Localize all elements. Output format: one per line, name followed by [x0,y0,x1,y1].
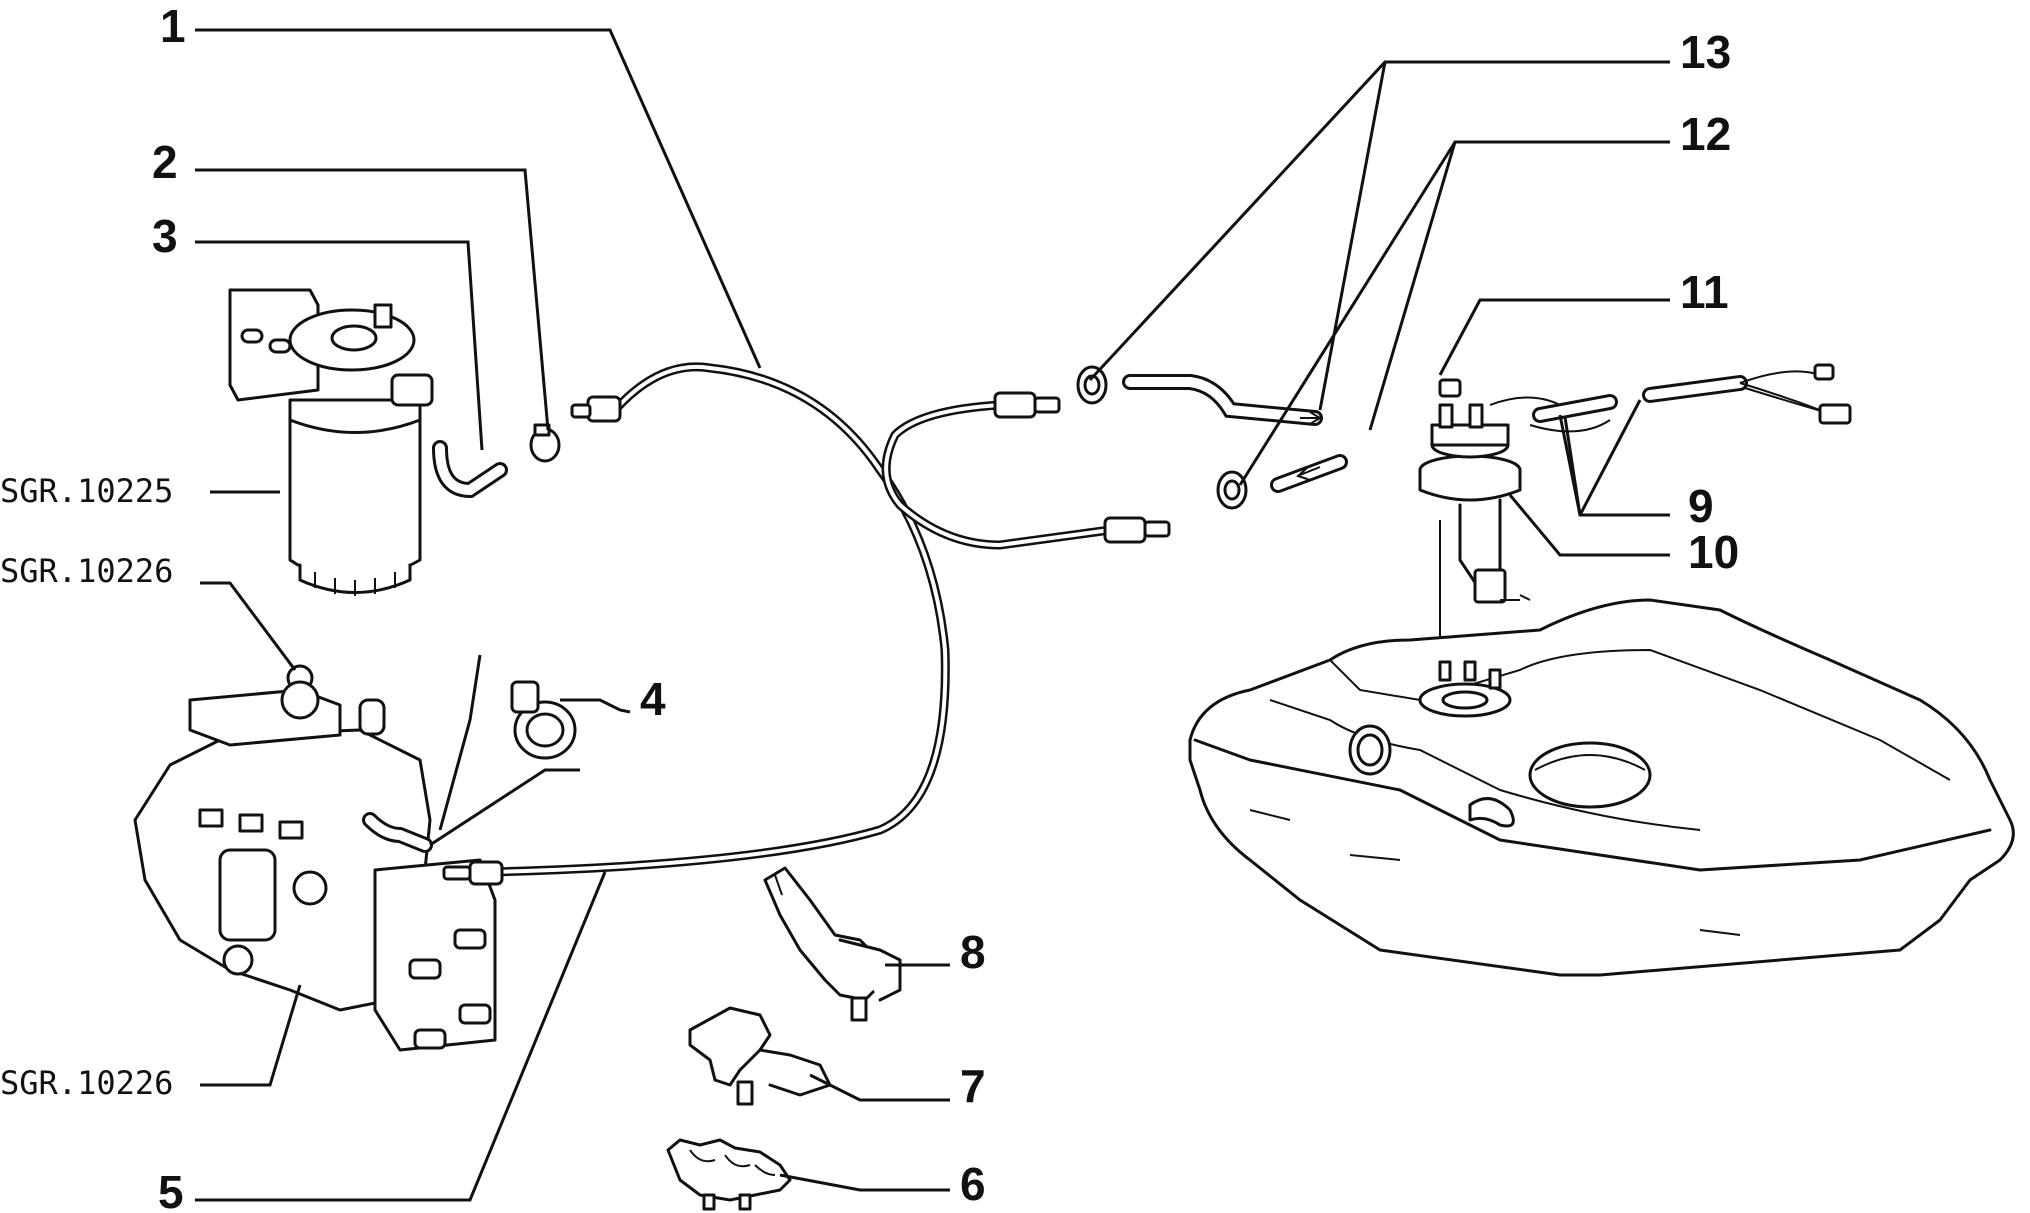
leader-lines [195,28,1670,1202]
ref-pump-group-top: SGR.10226 [0,552,173,590]
ref-pump-group-bottom: SGR.10226 [0,1064,173,1102]
sender-wiring [1529,363,1852,433]
callout-1: 1 [160,0,186,52]
hose-clip-13 [1076,365,1248,510]
pipe-clip-6 [666,1138,792,1211]
fuel-tank [1188,598,2015,977]
callout-7: 7 [960,1060,986,1112]
pipe-clip-7 [688,1006,832,1106]
fuel-sender-unit [1418,378,1561,690]
fuel-line-1 [485,362,950,877]
bracket-8 [763,866,902,1022]
callout-5: 5 [158,1166,184,1213]
callout-13: 13 [1680,26,1731,78]
fuel-line-supply-end [442,395,622,886]
hose-clip-2 [529,423,561,463]
callout-4: 4 [640,673,666,725]
fuel-line-5 [881,391,1171,550]
injection-pump [133,664,497,1052]
callout-12: 12 [1680,108,1731,160]
callout-8: 8 [960,926,986,978]
tank-hose-12 [1122,374,1348,493]
callout-6: 6 [960,1158,986,1210]
callout-9: 9 [1688,480,1714,532]
fuel-filter-assembly [228,288,434,596]
callout-3: 3 [152,210,178,262]
ref-filter-group: SGR.10225 [0,472,173,510]
callout-10: 10 [1688,526,1739,578]
callout-2: 2 [152,136,178,188]
callout-11: 11 [1680,266,1729,318]
hose-clamp-4 [510,680,577,760]
